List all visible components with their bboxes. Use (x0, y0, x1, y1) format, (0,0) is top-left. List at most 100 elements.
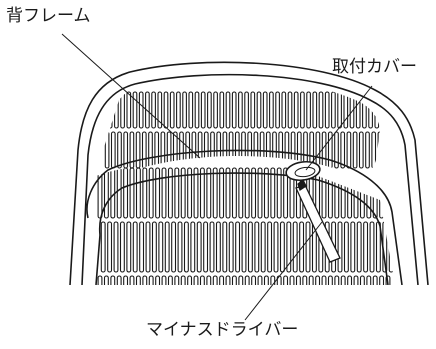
mesh-slot (145, 221, 151, 273)
mesh-slot (238, 167, 244, 219)
mesh-slot (126, 91, 132, 129)
mesh-slot (129, 167, 135, 219)
mesh-slot (369, 221, 375, 273)
mesh-slot (182, 91, 187, 129)
mesh-slot (169, 91, 175, 129)
mesh-slot (193, 167, 199, 219)
mesh-slot (321, 167, 327, 219)
mesh-slot (104, 131, 110, 169)
mesh-slot (160, 131, 166, 169)
mesh-slot (209, 221, 215, 273)
mesh-slot (185, 131, 191, 169)
mesh-slot (283, 167, 289, 219)
mesh-slot (356, 221, 362, 273)
mesh-slot (289, 275, 295, 285)
mesh-slot (235, 221, 241, 273)
mesh-slot (107, 221, 113, 273)
mesh-slot (273, 221, 279, 273)
mesh-slot (103, 167, 109, 219)
mesh-slot (231, 91, 237, 129)
mesh-slot (363, 221, 369, 273)
mesh-slot (101, 91, 107, 129)
mesh-slot (116, 167, 122, 219)
mesh-slot (254, 221, 260, 273)
mesh-slot (219, 91, 225, 129)
mesh-slot (241, 221, 247, 273)
mesh-slot (207, 91, 212, 129)
mesh-slot (206, 167, 212, 219)
mesh-slot (190, 221, 196, 273)
mesh-slot (213, 91, 218, 129)
mesh-slot (155, 167, 161, 219)
mesh-slot (222, 221, 228, 273)
mesh-slot (302, 275, 308, 285)
outer-shell-outline (69, 61, 429, 285)
mesh-slot (116, 275, 122, 285)
mesh-slot (256, 91, 262, 129)
mesh-slot (262, 91, 268, 129)
mesh-slot (142, 275, 148, 285)
mesh-slot (340, 275, 346, 285)
mesh-slot (132, 91, 138, 129)
mesh-slot (200, 91, 206, 129)
mesh-slot (324, 221, 330, 273)
mesh-slot (247, 221, 253, 273)
mesh-slot (340, 131, 346, 169)
mesh-slot (177, 221, 183, 273)
mesh-slot (196, 221, 202, 273)
mesh-slot (219, 167, 225, 219)
mesh-slot (158, 221, 164, 273)
mesh-slot (123, 275, 129, 285)
mesh-slot (129, 131, 135, 169)
mesh-slot (352, 131, 358, 169)
mesh-slot (375, 221, 381, 273)
mesh-slot (145, 91, 150, 129)
mesh-slot (315, 131, 321, 169)
mesh-slot (353, 167, 359, 219)
label-back-frame: 背フレーム (6, 6, 91, 26)
mesh-slot (141, 131, 147, 169)
mesh-slot (368, 91, 373, 129)
mesh-slot (126, 221, 132, 273)
mesh-slot (132, 221, 138, 273)
mesh-slot (306, 91, 311, 129)
mesh-slot (244, 91, 249, 129)
mesh-slot (97, 275, 103, 285)
mesh-slot (225, 167, 231, 219)
mesh-lower (97, 167, 394, 285)
mesh-slot (263, 275, 269, 285)
mesh-slot (371, 131, 377, 169)
mesh-slot (385, 167, 391, 219)
mesh-slot (120, 91, 125, 129)
mesh-slot (215, 221, 221, 273)
mesh-slot (334, 167, 340, 219)
mesh-slot (260, 221, 266, 273)
mesh-slot (206, 275, 212, 285)
mesh-slot (267, 221, 273, 273)
mesh-slot (281, 91, 287, 129)
back-frame-inner (98, 172, 389, 285)
mesh-slot (238, 91, 243, 129)
mesh-slot (110, 275, 116, 285)
mesh-slot (148, 131, 153, 169)
mesh-slot (321, 131, 327, 169)
mesh-slot (244, 275, 250, 285)
mesh-slot (212, 275, 218, 285)
mesh-slot (334, 275, 340, 285)
leader-back-frame (61, 33, 201, 159)
mesh-slot (142, 167, 148, 219)
mesh-upper (101, 91, 380, 169)
mesh-slot (355, 91, 361, 129)
mesh-slot (197, 131, 203, 169)
mesh-slot (286, 221, 292, 273)
mesh-slot (161, 167, 167, 219)
mesh-slot (270, 167, 276, 219)
back-frame-outer (86, 149, 403, 285)
mesh-slot (388, 221, 394, 273)
mesh-slot (295, 275, 301, 285)
mesh-slot (151, 91, 156, 129)
mesh-slot (283, 275, 289, 285)
mesh-slot (110, 131, 116, 169)
outer-shell-inner-rim (81, 73, 419, 285)
mesh-slot (366, 275, 372, 285)
